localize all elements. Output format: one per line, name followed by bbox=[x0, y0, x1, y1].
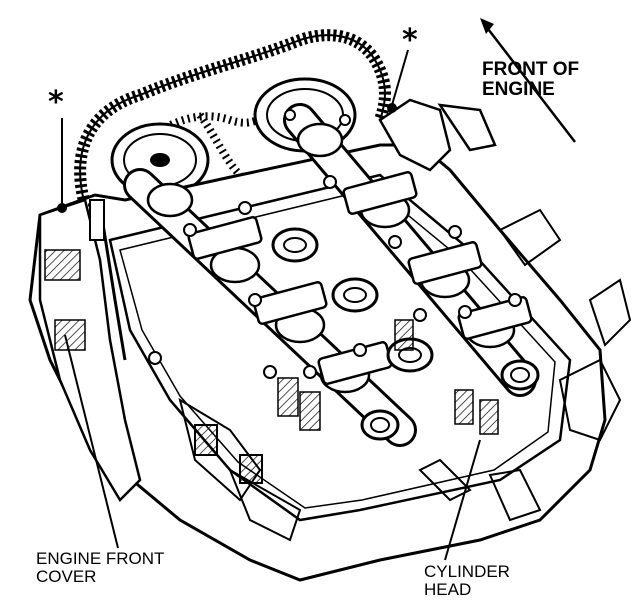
valve-springs bbox=[277, 319, 499, 435]
front-of-engine-line2: ENGINE bbox=[482, 78, 555, 100]
leader-asterisk-right bbox=[391, 49, 409, 106]
bearing-caps bbox=[187, 171, 533, 385]
cylinder-head-line2: HEAD bbox=[424, 579, 472, 599]
leader-engine-front-cover bbox=[64, 334, 119, 549]
asterisk-right: * bbox=[402, 23, 418, 58]
asterisk-left: * bbox=[48, 85, 64, 120]
cylinder-head-line1: CYLINDER bbox=[424, 562, 510, 581]
engine-front-cover-line2: COVER bbox=[36, 566, 97, 586]
engine-front-cover bbox=[38, 198, 142, 503]
cylinder-head-label: CYLINDER HEAD bbox=[424, 563, 510, 599]
front-of-engine-label: FRONT OF ENGINE bbox=[482, 60, 579, 100]
leader-lines bbox=[61, 49, 481, 561]
asterisk-marker-dots bbox=[57, 103, 397, 213]
lower-block bbox=[178, 208, 632, 542]
front-of-engine-arrow bbox=[480, 18, 576, 143]
right-bracket bbox=[378, 98, 497, 172]
engine-front-cover-label: ENGINE FRONT COVER bbox=[36, 550, 164, 586]
engine-front-cover-line1: ENGINE FRONT bbox=[36, 549, 165, 568]
front-of-engine-line1: FRONT OF bbox=[482, 59, 580, 80]
leader-cylinder-head bbox=[444, 439, 481, 561]
